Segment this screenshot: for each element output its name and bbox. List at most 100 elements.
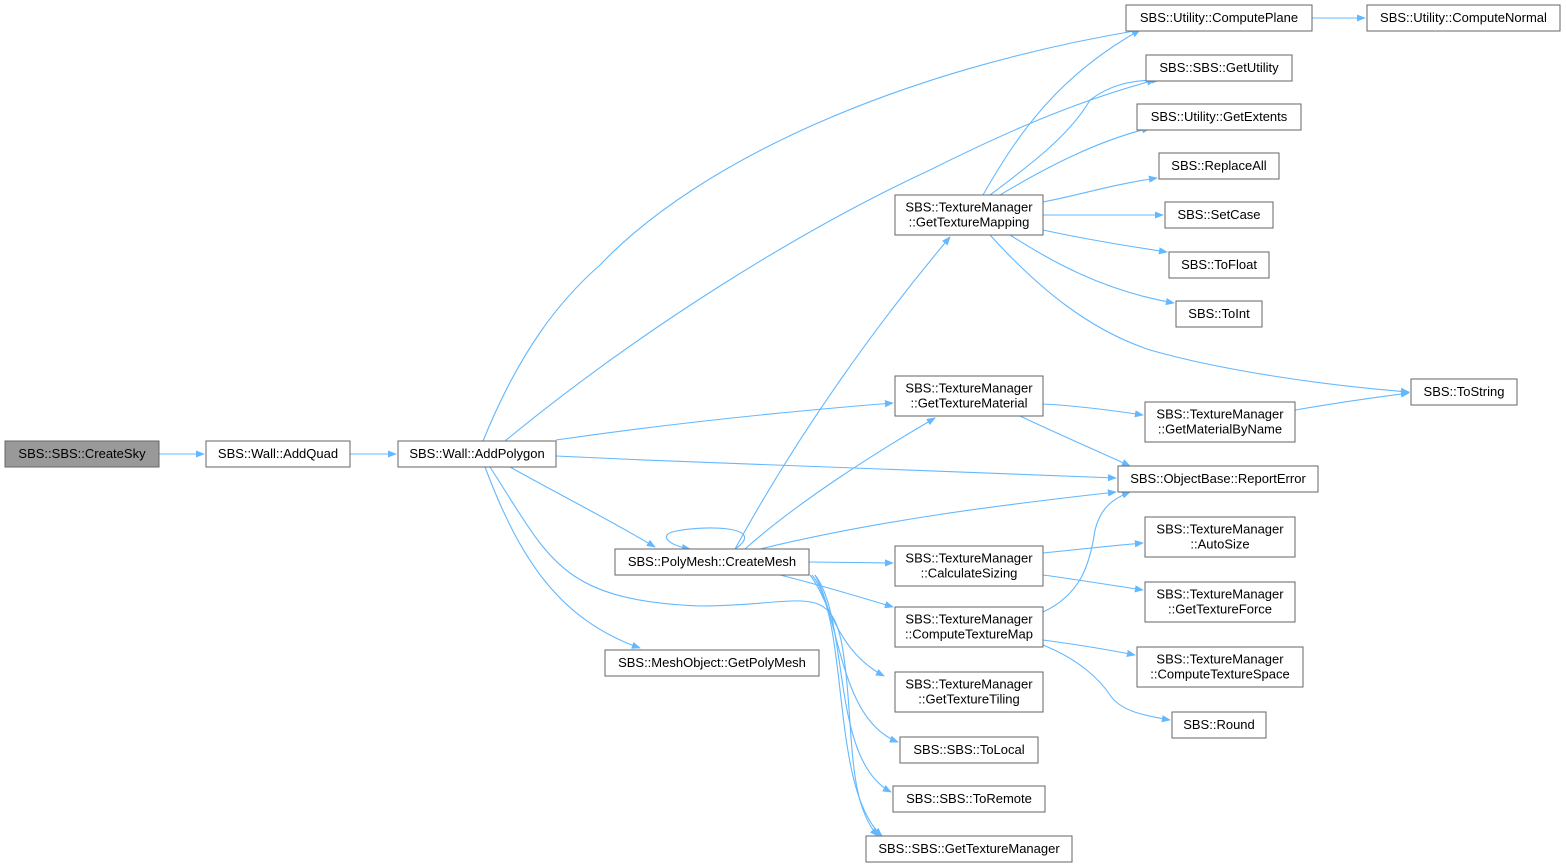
edge-createmesh-to-calculatesizing [808, 559, 894, 567]
edge-addpolygon-to-reporterror [555, 455, 1117, 482]
node-box [894, 606, 1044, 648]
node-toremote[interactable]: SBS::SBS::ToRemote [892, 785, 1046, 813]
node-box [894, 671, 1044, 713]
edge-gettexturemapping-to-replaceall [1042, 175, 1158, 203]
edge-gettexturemapping-to-getutility [989, 76, 1161, 196]
node-label: SBS::PolyMesh::CreateMesh [628, 554, 796, 569]
node-label: SBS::SetCase [1177, 207, 1260, 222]
node-label: SBS::TextureManager [905, 200, 1033, 215]
node-box [1145, 54, 1293, 82]
node-setcase[interactable]: SBS::SetCase [1164, 201, 1274, 229]
node-tofloat[interactable]: SBS::ToFloat [1168, 251, 1270, 279]
edge-computetexturemap-to-round [1042, 644, 1171, 723]
node-label: SBS::ToInt [1188, 306, 1250, 321]
node-label: ::GetMaterialByName [1158, 422, 1282, 437]
node-box [1158, 152, 1280, 180]
node-computeplane[interactable]: SBS::Utility::ComputePlane [1125, 4, 1313, 32]
edge-calculatesizing-to-autosize [1042, 540, 1144, 554]
node-label: SBS::SBS::GetUtility [1159, 60, 1279, 75]
node-label: ::GetTextureForce [1168, 602, 1272, 617]
node-gettexturetiling[interactable]: SBS::TextureManager::GetTextureTiling [894, 671, 1044, 713]
node-box [899, 736, 1039, 764]
node-label: SBS::MeshObject::GetPolyMesh [618, 655, 806, 670]
node-label: ::AutoSize [1190, 537, 1249, 552]
node-box [1125, 4, 1313, 32]
node-box [397, 440, 557, 468]
node-autosize[interactable]: SBS::TextureManager::AutoSize [1144, 516, 1296, 558]
node-box [1168, 251, 1270, 279]
node-tostring[interactable]: SBS::ToString [1410, 378, 1518, 406]
edge-gettexturemapping-to-tofloat [1042, 229, 1168, 255]
node-label: SBS::ObjectBase::ReportError [1130, 471, 1306, 486]
node-box [894, 194, 1044, 236]
node-gettexturematerial[interactable]: SBS::TextureManager::GetTextureMaterial [894, 375, 1044, 417]
node-computenormal[interactable]: SBS::Utility::ComputeNormal [1366, 4, 1561, 32]
node-label: SBS::TextureManager [1156, 587, 1284, 602]
edge-gettexturemapping-to-tostring [989, 234, 1410, 395]
node-reporterror[interactable]: SBS::ObjectBase::ReportError [1117, 465, 1319, 493]
edge-computetexturemap-to-reporterror [1042, 491, 1131, 613]
node-calculatesizing[interactable]: SBS::TextureManager::CalculateSizing [894, 545, 1044, 587]
node-computetexturemap[interactable]: SBS::TextureManager::ComputeTextureMap [894, 606, 1044, 648]
node-label: SBS::Utility::ComputeNormal [1380, 10, 1547, 25]
edge-gettexturemapping-to-getextents [999, 126, 1151, 196]
edge-getmaterialbyname-to-tostring [1294, 390, 1410, 411]
node-label: ::GetTextureMaterial [910, 396, 1027, 411]
node-box [1144, 581, 1296, 623]
node-gettexturemanager[interactable]: SBS::SBS::GetTextureManager [865, 835, 1073, 863]
node-replaceall[interactable]: SBS::ReplaceAll [1158, 152, 1280, 180]
node-label: SBS::TextureManager [905, 677, 1033, 692]
edges-layer [158, 14, 1410, 837]
node-label: SBS::TextureManager [905, 381, 1033, 396]
node-label: SBS::Wall::AddPolygon [409, 446, 544, 461]
node-label: SBS::SBS::ToLocal [913, 742, 1024, 757]
node-label: SBS::TextureManager [1156, 522, 1284, 537]
node-label: SBS::SBS::ToRemote [906, 791, 1032, 806]
node-box [614, 548, 810, 576]
edge-createmesh-to-gettexturematerial [744, 417, 936, 550]
node-box [1410, 378, 1518, 406]
node-round[interactable]: SBS::Round [1171, 711, 1267, 739]
node-label: SBS::ToFloat [1181, 257, 1257, 272]
node-tolocal[interactable]: SBS::SBS::ToLocal [899, 736, 1039, 764]
node-getextents[interactable]: SBS::Utility::GetExtents [1136, 103, 1302, 131]
edge-gettexturematerial-to-getmaterialbyname [1042, 403, 1144, 418]
node-box [1171, 711, 1267, 739]
node-label: ::CalculateSizing [921, 566, 1018, 581]
node-createsky[interactable]: SBS::SBS::CreateSky [4, 440, 160, 468]
node-addquad[interactable]: SBS::Wall::AddQuad [205, 440, 351, 468]
node-addpolygon[interactable]: SBS::Wall::AddPolygon [397, 440, 557, 468]
node-label: ::GetTextureTiling [918, 692, 1019, 707]
node-computetexturespace[interactable]: SBS::TextureManager::ComputeTextureSpace [1136, 646, 1304, 688]
edge-gettexturematerial-to-reporterror [1019, 415, 1131, 467]
node-label: SBS::ToString [1424, 384, 1505, 399]
node-label: SBS::ReplaceAll [1171, 158, 1266, 173]
node-label: ::GetTextureMapping [909, 215, 1030, 230]
edge-addpolygon-to-gettexturematerial [555, 400, 894, 441]
node-getmaterialbyname[interactable]: SBS::TextureManager::GetMaterialByName [1144, 401, 1296, 443]
edge-createmesh-to-reporterror [759, 489, 1117, 550]
node-label: SBS::TextureManager [905, 551, 1033, 566]
node-gettextureforce[interactable]: SBS::TextureManager::GetTextureForce [1144, 581, 1296, 623]
node-box [1144, 516, 1296, 558]
node-box [1117, 465, 1319, 493]
edge-createmesh-to-computetexturemap [779, 574, 894, 609]
node-box [892, 785, 1046, 813]
edge-addpolygon-to-getutility [504, 78, 1156, 442]
node-getpolymesh[interactable]: SBS::MeshObject::GetPolyMesh [604, 649, 820, 677]
node-box [1136, 103, 1302, 131]
node-getutility[interactable]: SBS::SBS::GetUtility [1145, 54, 1293, 82]
node-gettexturemapping[interactable]: SBS::TextureManager::GetTextureMapping [894, 194, 1044, 236]
node-label: ::ComputeTextureSpace [1150, 667, 1289, 682]
node-label: SBS::Utility::GetExtents [1151, 109, 1288, 124]
node-label: SBS::TextureManager [1156, 407, 1284, 422]
node-box [865, 835, 1073, 863]
node-createmesh[interactable]: SBS::PolyMesh::CreateMesh [614, 548, 810, 576]
node-toint[interactable]: SBS::ToInt [1175, 300, 1263, 328]
node-label: SBS::Round [1183, 717, 1255, 732]
node-label: SBS::Wall::AddQuad [218, 446, 338, 461]
edge-createmesh-to-gettexturemanager [811, 574, 883, 837]
node-box [894, 375, 1044, 417]
